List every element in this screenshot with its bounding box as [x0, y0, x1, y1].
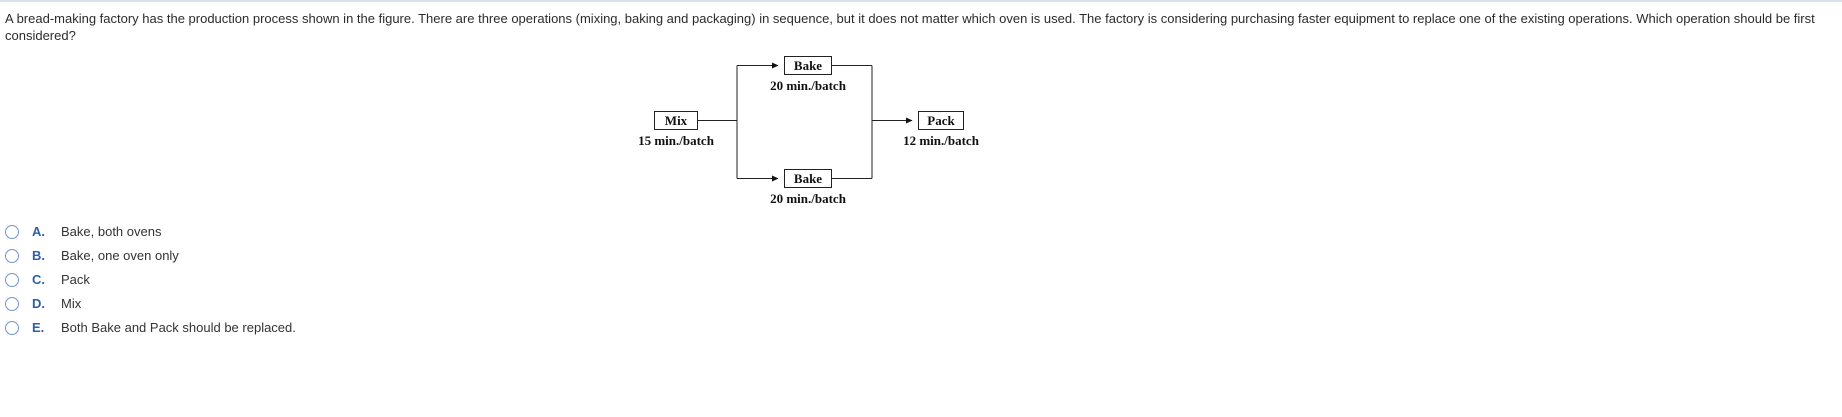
- node-mix: Mix: [654, 111, 698, 130]
- option-d-text: Mix: [61, 296, 82, 311]
- option-c[interactable]: C. Pack: [5, 272, 296, 287]
- option-e[interactable]: E. Both Bake and Pack should be replaced…: [5, 320, 296, 335]
- node-bake-bottom: Bake: [784, 169, 832, 188]
- rate-bake-top: 20 min./batch: [770, 78, 846, 93]
- node-bake-top-label: Bake: [793, 57, 823, 73]
- node-pack: Pack: [918, 111, 964, 130]
- option-e-letter: E.: [32, 320, 45, 335]
- option-d-radio[interactable]: [5, 296, 19, 311]
- option-b-radio[interactable]: [5, 248, 19, 263]
- question-text: A bread-making factory has the productio…: [5, 11, 1815, 43]
- option-a-text: Bake, both ovens: [61, 224, 162, 239]
- option-e-text: Both Bake and Pack should be replaced.: [61, 320, 296, 335]
- option-c-text: Pack: [61, 272, 90, 287]
- node-mix-label: Mix: [664, 112, 688, 128]
- option-e-radio[interactable]: [5, 320, 19, 335]
- option-b[interactable]: B. Bake, one oven only: [5, 248, 296, 263]
- option-b-letter: B.: [32, 248, 45, 263]
- option-a-letter: A.: [32, 224, 45, 239]
- option-d-letter: D.: [32, 296, 45, 311]
- option-a[interactable]: A. Bake, both ovens: [5, 224, 296, 239]
- option-c-radio[interactable]: [5, 272, 19, 287]
- flow-connector-lines: [698, 62, 913, 182]
- process-diagram: Mix Bake Bake Pack 20 min./batch 15 min.…: [628, 52, 993, 214]
- option-d[interactable]: D. Mix: [5, 296, 296, 311]
- node-bake-bottom-label: Bake: [793, 170, 823, 186]
- option-a-radio[interactable]: [5, 224, 19, 239]
- answer-options: A. Bake, both ovens B. Bake, one oven on…: [5, 224, 296, 335]
- node-pack-label: Pack: [927, 112, 955, 128]
- option-c-letter: C.: [32, 272, 45, 287]
- option-b-text: Bake, one oven only: [61, 248, 179, 263]
- node-bake-top: Bake: [784, 56, 832, 75]
- rate-bake-bottom: 20 min./batch: [770, 191, 846, 206]
- rate-mix: 15 min./batch: [638, 133, 714, 148]
- rate-pack: 12 min./batch: [903, 133, 979, 148]
